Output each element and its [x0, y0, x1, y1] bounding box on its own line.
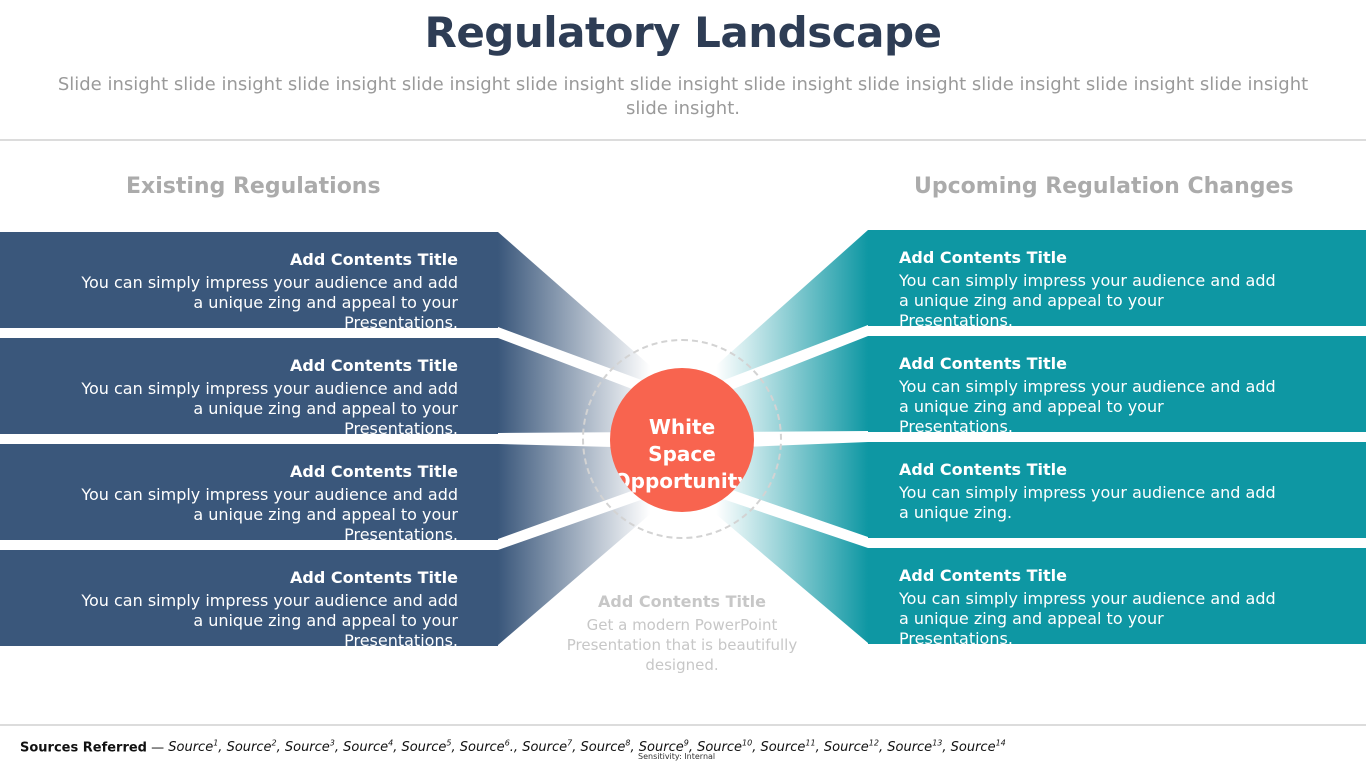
upcoming-regulation-heading: Upcoming Regulation Changes	[914, 174, 1294, 199]
item-body: You can simply impress your audience and…	[81, 591, 458, 650]
existing-regulation-item-4: Add Contents Title You can simply impres…	[0, 550, 498, 650]
item-title: Add Contents Title	[899, 460, 1067, 479]
item-body: You can simply impress your audience and…	[899, 271, 1276, 330]
hub-dashed-ring	[582, 339, 782, 539]
existing-regulation-item-2: Add Contents Title You can simply impres…	[0, 338, 498, 438]
slide-title: Regulatory Landscape	[424, 8, 942, 57]
item-title: Add Contents Title	[290, 462, 458, 481]
sources-list: Source1, Source2, Source3, Source4, Sour…	[168, 739, 1006, 756]
source-ref: Source8,	[580, 739, 639, 756]
existing-regulation-item-1: Add Contents Title You can simply impres…	[0, 232, 498, 332]
center-note: Add Contents Title Get a modern PowerPoi…	[556, 592, 808, 675]
ray-left-4	[498, 495, 655, 645]
source-ref: Source5,	[401, 739, 460, 756]
white-space-opportunity-hub: White Space Opportunity	[610, 368, 754, 512]
ray-right-4	[711, 495, 868, 643]
upcoming-regulation-item-4: Add Contents Title You can simply impres…	[868, 548, 1366, 648]
source-ref: Source3,	[284, 739, 344, 756]
item-body: You can simply impress your audience and…	[81, 379, 458, 438]
hub-label: White Space Opportunity	[613, 415, 751, 493]
sources-footer: Sources Referred — Source1, Source2, Sou…	[20, 739, 1006, 755]
slide-subtitle: Slide insight slide insight slide insigh…	[57, 74, 1309, 119]
item-body: You can simply impress your audience and…	[899, 377, 1276, 436]
footer-divider	[0, 724, 1366, 726]
item-body: You can simply impress your audience and…	[81, 485, 458, 544]
upcoming-regulation-item-1: Add Contents Title You can simply impres…	[868, 230, 1366, 330]
upcoming-regulation-item-2: Add Contents Title You can simply impres…	[868, 336, 1366, 436]
source-ref: Source9,	[638, 739, 698, 756]
source-ref: Source4,	[343, 739, 402, 756]
source-ref: Source7,	[522, 739, 581, 756]
item-body: You can simply impress your audience and…	[899, 483, 1276, 522]
item-title: Add Contents Title	[290, 250, 458, 269]
source-ref: Source6.,	[459, 739, 523, 756]
source-ref: Source14	[950, 739, 1006, 756]
source-ref: Source12,	[823, 739, 888, 756]
center-note-body: Get a modern PowerPoint Presentation tha…	[566, 616, 798, 674]
item-body: You can simply impress your audience and…	[899, 589, 1276, 648]
source-ref: Source1,	[168, 739, 227, 756]
existing-regulation-item-3: Add Contents Title You can simply impres…	[0, 444, 498, 544]
item-title: Add Contents Title	[899, 248, 1067, 267]
item-body: You can simply impress your audience and…	[81, 273, 458, 332]
source-ref: Source10,	[697, 739, 761, 756]
source-ref: Source2,	[226, 739, 285, 756]
existing-regulations-heading: Existing Regulations	[126, 174, 381, 199]
sources-separator: —	[147, 740, 169, 756]
ray-left-1	[498, 232, 655, 385]
source-ref: Source13,	[887, 739, 951, 756]
ray-right-1	[711, 230, 868, 385]
source-ref: Source11,	[760, 739, 824, 756]
sensitivity-label: Sensitivity: Internal	[638, 752, 716, 761]
center-note-title: Add Contents Title	[598, 592, 766, 611]
item-title: Add Contents Title	[290, 356, 458, 375]
header-divider	[0, 139, 1366, 141]
upcoming-regulation-item-3: Add Contents Title You can simply impres…	[868, 442, 1366, 538]
item-title: Add Contents Title	[290, 568, 458, 587]
item-title: Add Contents Title	[899, 566, 1067, 585]
item-title: Add Contents Title	[899, 354, 1067, 373]
sources-label: Sources Referred	[20, 740, 147, 756]
